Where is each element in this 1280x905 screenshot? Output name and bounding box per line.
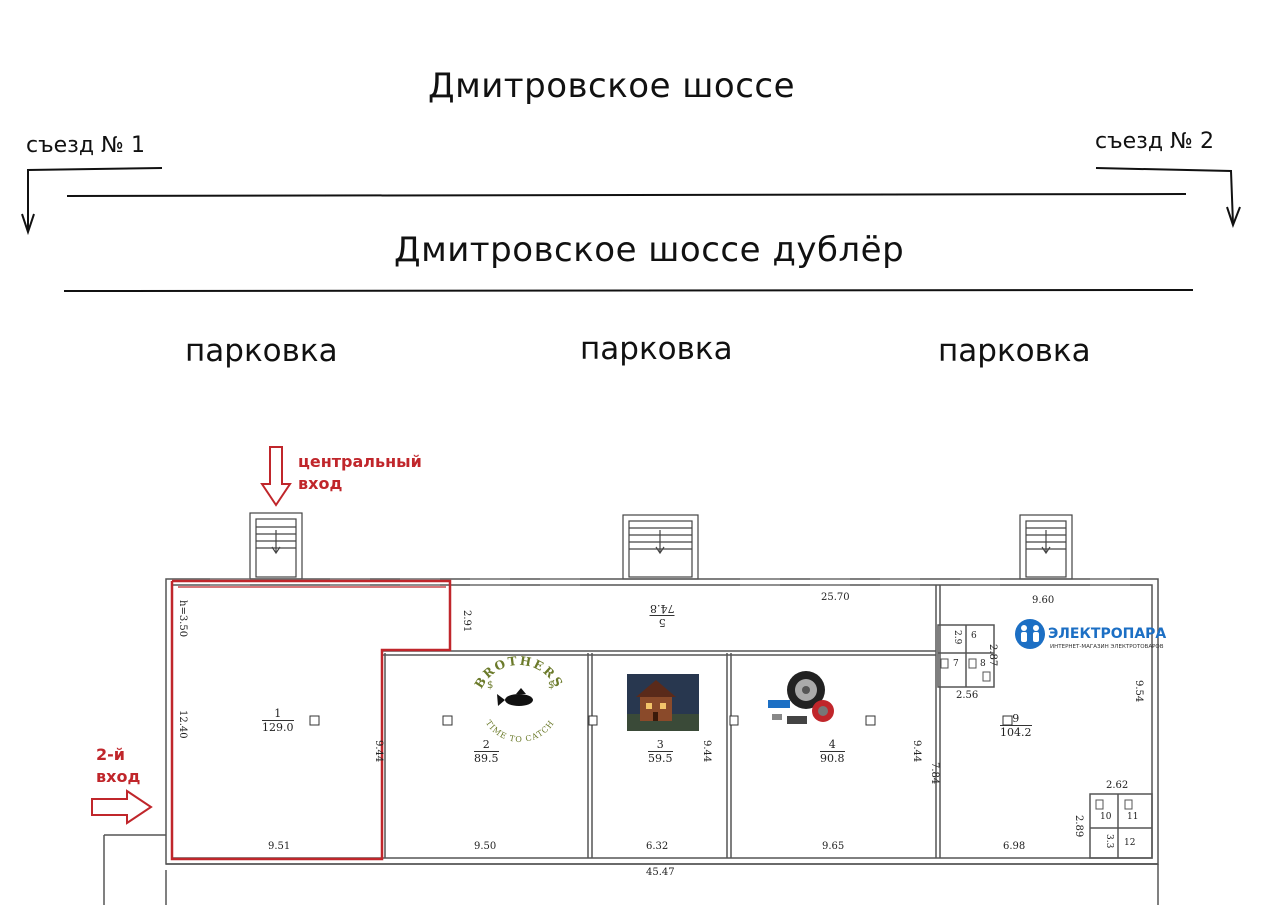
dim-2-62: 2.62	[1106, 780, 1129, 791]
road-line-top	[66, 193, 1187, 197]
dim-9-44-b: 9.44	[701, 740, 712, 763]
second-entrance-arrow	[91, 789, 153, 825]
room-2-area: 89.5	[474, 752, 499, 765]
second-entrance-line2: вход	[96, 767, 141, 786]
dim-2-87: 2.87	[987, 644, 998, 667]
svg-text:$: $	[548, 680, 554, 691]
cell-11-label: 11	[1127, 812, 1139, 822]
dim-9-51: 9.51	[268, 841, 291, 852]
main-road-label: Дмитровское шоссе	[428, 66, 796, 106]
second-entrance-label: 2-й вход	[96, 744, 140, 788]
doubler-road-label: Дмитровское шоссе дублёр	[394, 230, 905, 270]
exit-1-label: съезд № 1	[26, 133, 145, 158]
dim-2-91: 2.91	[461, 610, 472, 633]
exit-2-label: съезд № 2	[1095, 129, 1214, 154]
room-5-area: 74.8	[650, 602, 675, 615]
dim-9-65: 9.65	[822, 841, 845, 852]
svg-text:$: $	[487, 680, 493, 691]
room-2-label: 2 89.5	[474, 738, 499, 765]
room-1-highlight	[170, 579, 452, 861]
exit-1-arrow	[21, 167, 163, 236]
cell-6-label: 6	[971, 631, 977, 641]
central-entrance-arrow	[260, 446, 292, 507]
room-3-label: 3 59.5	[648, 738, 673, 765]
parking-label-right: парковка	[938, 333, 1091, 369]
room-9-area: 104.2	[1000, 726, 1032, 739]
room-5-label: 5 74.8	[650, 602, 675, 629]
central-entrance-line2: вход	[298, 474, 343, 493]
fish-icon	[497, 688, 533, 706]
staircase-right	[1019, 514, 1073, 580]
dim-9-50: 9.50	[474, 841, 497, 852]
central-entrance-label: центральный вход	[298, 451, 422, 495]
room-1-number: 1	[262, 707, 294, 721]
room-3-area: 59.5	[648, 752, 673, 765]
electropara-logo: ЭЛЕКТРОПАРА ИНТЕРНЕТ-МАГАЗИН ЭЛЕКТРОТОВА…	[1015, 619, 1166, 650]
dim-9-44-a: 9.44	[373, 740, 384, 763]
room-2-number: 2	[474, 738, 499, 752]
dim-9-60: 9.60	[1032, 595, 1055, 606]
window-marks	[210, 578, 1130, 586]
room-9-number: 9	[1000, 712, 1032, 726]
dim-h-3-50: h=3.50	[177, 600, 188, 638]
dim-45-47: 45.47	[646, 867, 675, 878]
exit-2-arrow	[1095, 167, 1241, 228]
dim-2-56: 2.56	[956, 690, 979, 701]
people-icon	[1021, 625, 1039, 642]
dim-9-54: 9.54	[1133, 680, 1144, 703]
toilet-fixtures	[940, 658, 1133, 810]
cell-7-label: 7	[953, 659, 959, 669]
room-1-label: 1 129.0	[262, 707, 294, 734]
dim-6-32: 6.32	[646, 841, 669, 852]
road-line-bottom	[63, 289, 1194, 292]
dim-2-89: 2.89	[1073, 815, 1084, 838]
interior-walls	[382, 585, 1153, 859]
room-4-area: 90.8	[820, 752, 845, 765]
dim-12-40: 12.40	[177, 710, 188, 739]
brothers-logo: BROTHERS TIME TO CATCH $ $	[472, 654, 564, 744]
auto-parts-image	[768, 671, 834, 724]
parking-label-left: парковка	[185, 333, 338, 369]
room-markers	[309, 715, 1013, 726]
cell-2-9-label: 2.9	[952, 630, 962, 645]
staircase-left	[249, 512, 303, 580]
building-outline	[103, 578, 1159, 905]
central-entrance-line1: центральный	[298, 452, 422, 471]
cell-12-label: 12	[1124, 838, 1136, 848]
dim-6-98: 6.98	[1003, 841, 1026, 852]
house-image	[627, 674, 699, 731]
cell-8-label: 8	[980, 659, 986, 669]
room-9-label: 9 104.2	[1000, 712, 1032, 739]
electropara-name: ЭЛЕКТРОПАРА	[1048, 626, 1166, 642]
staircase-center	[622, 514, 699, 580]
room-4-number: 4	[820, 738, 845, 752]
room-5-number: 5	[650, 615, 675, 629]
electropara-tagline: ИНТЕРНЕТ-МАГАЗИН ЭЛЕКТРОТОВАРОВ	[1050, 644, 1164, 650]
second-entrance-line1: 2-й	[96, 745, 125, 764]
dim-9-44-c: 9.44	[911, 740, 922, 763]
cell-10-label: 10	[1100, 812, 1112, 822]
dim-25-70: 25.70	[821, 592, 850, 603]
room-4-label: 4 90.8	[820, 738, 845, 765]
dim-7-84: 7.84	[929, 762, 940, 785]
room-3-number: 3	[648, 738, 673, 752]
parking-label-center: парковка	[580, 331, 733, 367]
cell-3-3-label: 3.3	[1104, 834, 1114, 849]
room-1-area: 129.0	[262, 721, 294, 734]
